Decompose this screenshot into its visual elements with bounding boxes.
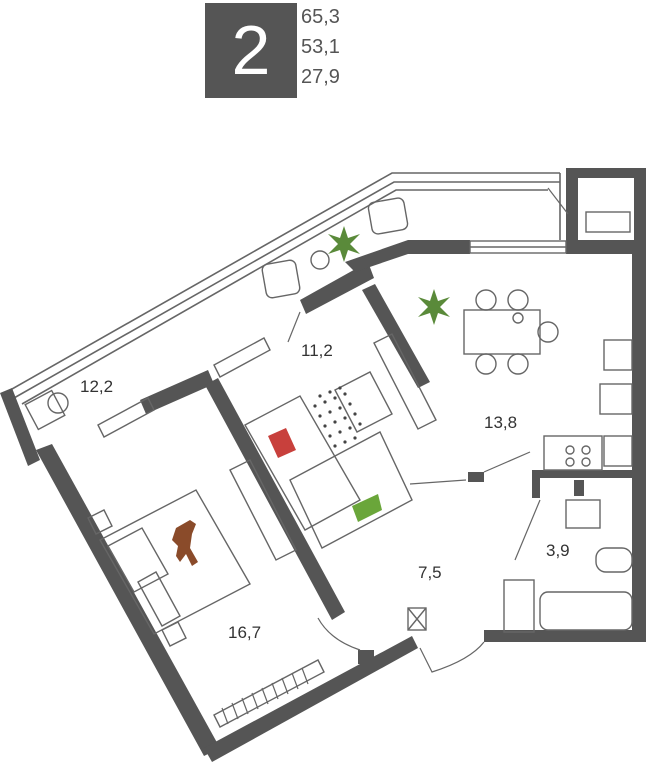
- rug-dots: [313, 386, 362, 448]
- radiator: [221, 667, 309, 725]
- doors: [287, 187, 569, 673]
- kitchen-area-label: 13,8: [484, 413, 517, 432]
- kitchen-area: 27,9: [301, 66, 340, 88]
- bathroom-area-label: 3,9: [546, 541, 570, 560]
- balcony-outline: [4, 172, 561, 405]
- windows: [97, 240, 567, 728]
- total-area: 65,3: [301, 6, 340, 28]
- balcony-area-label: 12,2: [80, 377, 113, 396]
- bedroom-area-label: 16,7: [228, 623, 261, 642]
- area-specs: 65,3 53,1 27,9: [301, 2, 340, 92]
- living-furniture: [229, 333, 437, 561]
- hallway-area-label: 7,5: [418, 563, 442, 582]
- kitchen-furniture: [463, 289, 633, 471]
- living-area: 53,1: [301, 36, 340, 58]
- room-count-badge: 2: [205, 3, 297, 98]
- balcony-furniture: [24, 197, 631, 431]
- plant-icon: [328, 226, 450, 325]
- living-area-label: 11,2: [301, 341, 333, 360]
- walls: [0, 168, 646, 762]
- dog-icon: [172, 520, 198, 566]
- bathroom-furniture: [407, 499, 633, 633]
- bedroom-furniture: [87, 489, 251, 647]
- pillows: [268, 428, 382, 522]
